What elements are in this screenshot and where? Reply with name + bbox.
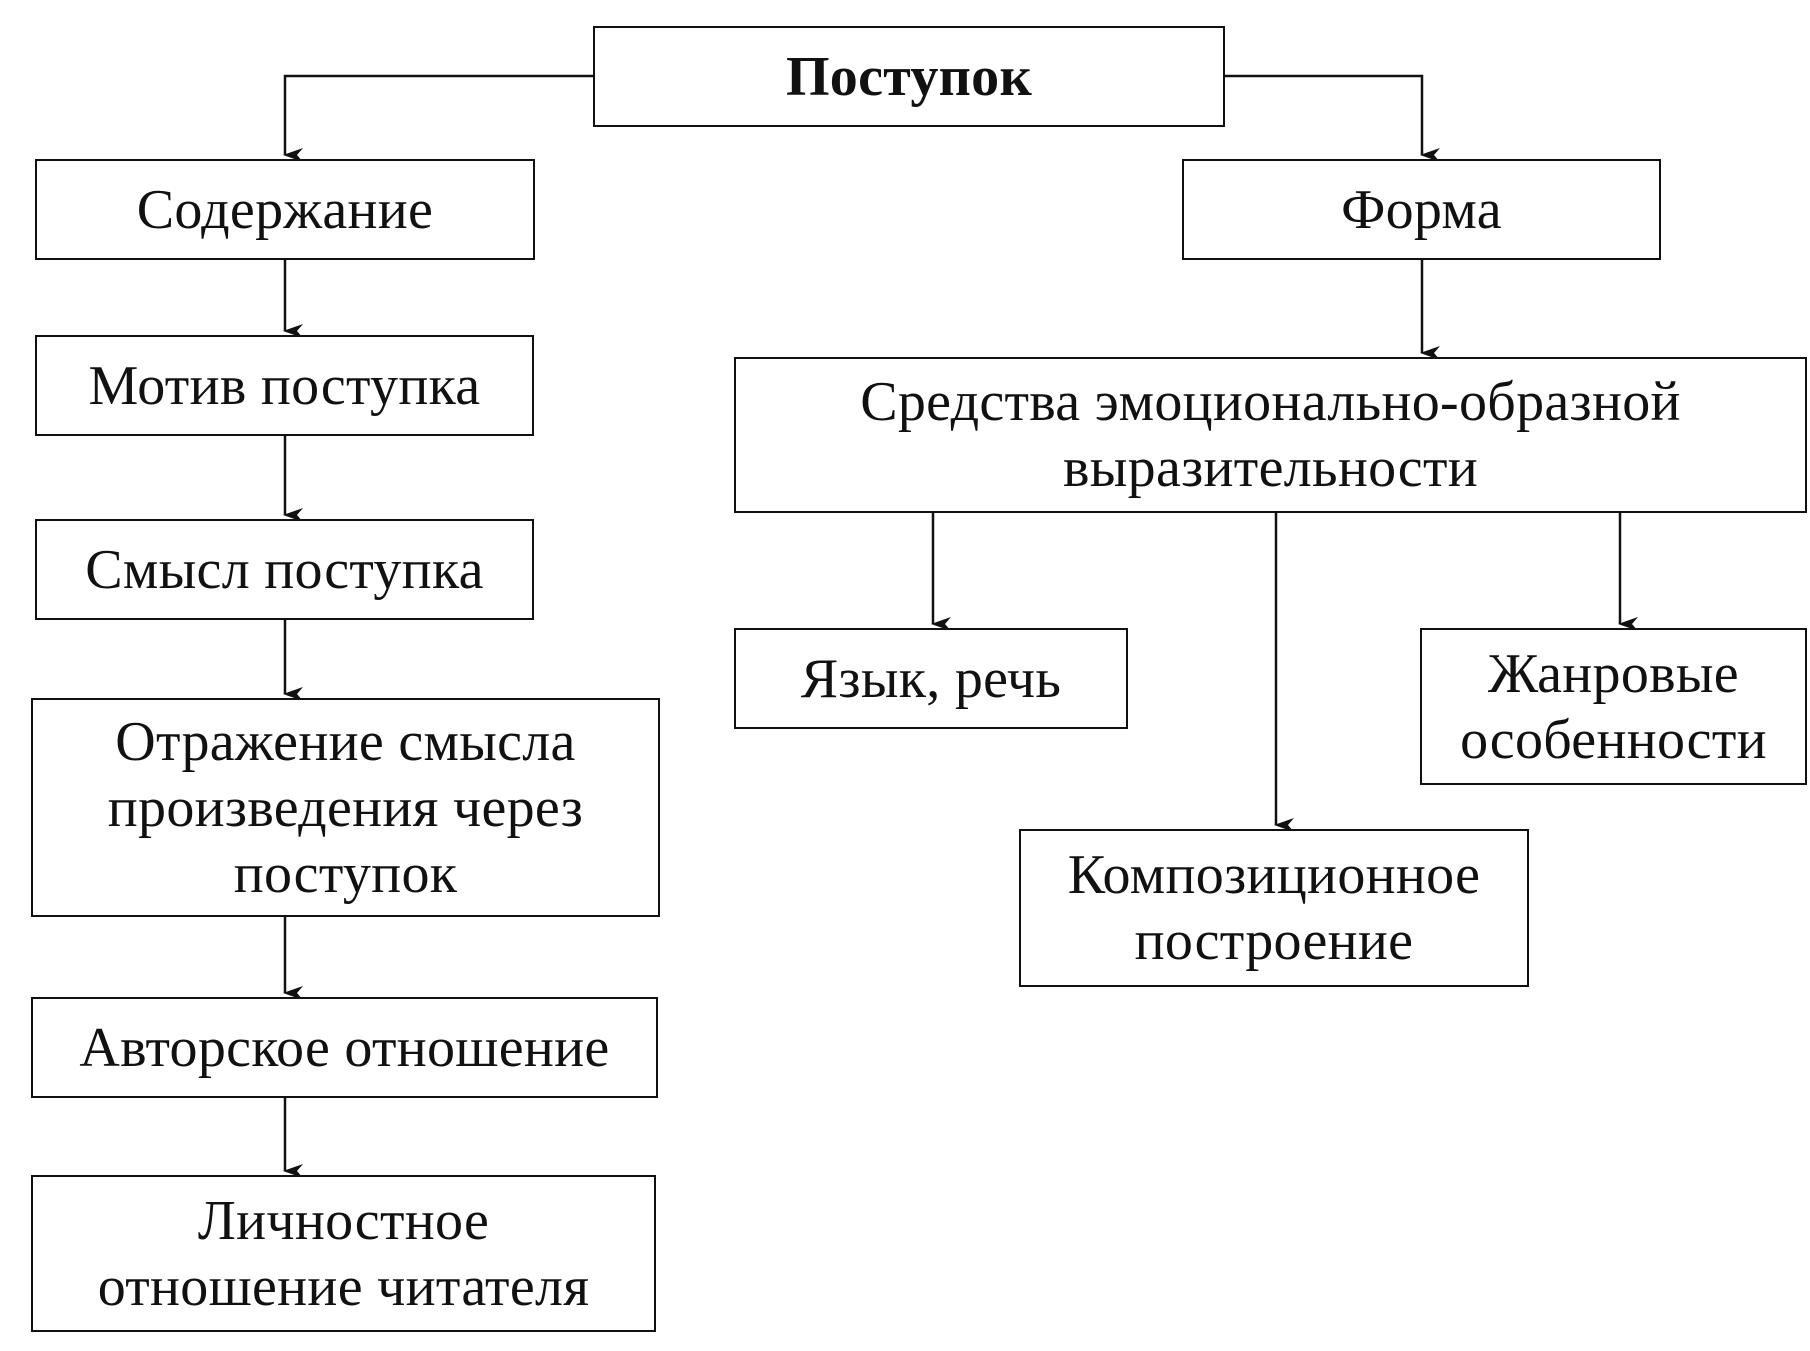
node-composition-label: Композиционное построение xyxy=(1067,844,1481,972)
node-genre: Жанровые особенности xyxy=(1420,628,1807,785)
edge-root-to-form xyxy=(1225,74,1440,162)
node-language: Язык, речь xyxy=(734,628,1128,729)
node-author-attitude: Авторское отношение xyxy=(31,997,658,1098)
node-expressive-means: Средства эмоционально-образной выразител… xyxy=(734,357,1807,513)
node-content-label: Содержание xyxy=(136,178,434,241)
node-genre-label: Жанровые особенности xyxy=(1460,642,1767,771)
node-reflection-label: Отражение смысла произведения через пост… xyxy=(107,710,584,905)
edge-root-to-content xyxy=(283,74,593,162)
node-reader-attitude: Личностное отношение читателя xyxy=(31,1175,656,1332)
node-sense: Смысл поступка xyxy=(35,519,534,620)
node-composition: Композиционное построение xyxy=(1019,829,1529,987)
node-language-label: Язык, речь xyxy=(800,647,1062,710)
node-expressive-means-label: Средства эмоционально-образной выразител… xyxy=(860,371,1681,499)
node-motive-label: Мотив поступка xyxy=(88,354,481,417)
node-act-label: Поступок xyxy=(785,45,1033,108)
node-reader-attitude-label: Личностное отношение читателя xyxy=(97,1189,590,1318)
node-act: Поступок xyxy=(593,26,1225,127)
node-content: Содержание xyxy=(35,159,535,260)
node-form-label: Форма xyxy=(1341,178,1502,241)
node-reflection: Отражение смысла произведения через пост… xyxy=(31,698,660,917)
node-sense-label: Смысл поступка xyxy=(85,538,484,601)
node-author-attitude-label: Авторское отношение xyxy=(79,1016,610,1079)
node-motive: Мотив поступка xyxy=(35,335,534,436)
node-form: Форма xyxy=(1182,159,1661,260)
